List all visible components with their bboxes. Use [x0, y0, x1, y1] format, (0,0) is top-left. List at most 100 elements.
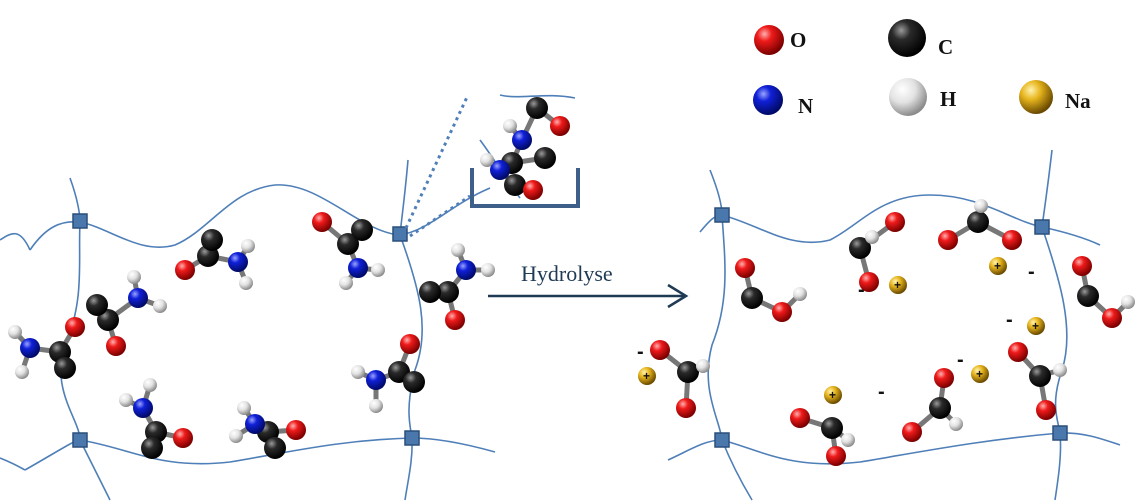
crosslink-node [714, 207, 730, 223]
sodium-ions: ++++++------ [637, 257, 1045, 404]
atom-o [173, 428, 193, 448]
amide-group [86, 270, 167, 356]
atom-n [456, 260, 476, 280]
atom-o [1072, 256, 1092, 276]
atom-n [490, 160, 510, 180]
amide-group [351, 334, 425, 413]
atom-o [523, 180, 543, 200]
atom-h [793, 287, 807, 301]
sodium-ion: + [824, 386, 842, 404]
negative-charge: - [858, 279, 865, 301]
atom-h [481, 263, 495, 277]
hydrolysis-label: Hydrolyse [521, 261, 613, 286]
atom-h [1121, 295, 1135, 309]
legend-label-sodium: Na [1065, 89, 1091, 113]
legend-label-nitrogen: N [798, 94, 813, 118]
atom-c [1029, 365, 1051, 387]
positive-charge: + [829, 388, 836, 402]
atom-o [286, 420, 306, 440]
atom-o [1036, 400, 1056, 420]
atom-n [20, 338, 40, 358]
atom-h [351, 365, 365, 379]
atom-n [128, 288, 148, 308]
atom-o [735, 258, 755, 278]
atom-c [821, 417, 843, 439]
atom-c [929, 397, 951, 419]
carboxylate-group [902, 368, 963, 442]
sodium-ion: + [889, 276, 907, 294]
crosslink-node [72, 213, 88, 229]
atom-o [885, 212, 905, 232]
legend-item-nitrogen: N [753, 85, 813, 118]
atom-o [790, 408, 810, 428]
positive-charge: + [994, 259, 1001, 273]
atom-c [437, 281, 459, 303]
carbon-atom-icon [888, 19, 926, 57]
crosslink-node [404, 430, 420, 446]
legend-item-hydrogen: H [889, 78, 956, 116]
atom-c [504, 174, 526, 196]
atom-h [339, 276, 353, 290]
sodium-ion: + [638, 367, 656, 385]
nitrogen-atom-icon [753, 85, 783, 115]
amide-group [312, 212, 385, 290]
hydrogen-atom-icon [889, 78, 927, 116]
carboxylate-groups [650, 199, 1135, 466]
amide-group [419, 243, 495, 330]
positive-charge: + [643, 369, 650, 383]
carboxylate-group [790, 408, 855, 466]
atom-h [15, 365, 29, 379]
atom-h [1053, 363, 1067, 377]
positive-charge: + [976, 367, 983, 381]
sodium-atom-icon [1019, 80, 1053, 114]
positive-charge: + [894, 278, 901, 292]
legend-label-hydrogen: H [940, 87, 956, 111]
carboxylate-group [1072, 256, 1135, 328]
atom-o [902, 422, 922, 442]
atom-c [264, 437, 286, 459]
atom-c [337, 233, 359, 255]
legend-item-oxygen: O [754, 25, 806, 55]
oxygen-atom-icon [754, 25, 784, 55]
atom-n [348, 258, 368, 278]
atom-o [938, 230, 958, 250]
atom-c [403, 371, 425, 393]
atom-c [54, 357, 76, 379]
negative-charge: - [957, 349, 964, 371]
atom-n [133, 398, 153, 418]
atom-o [859, 272, 879, 292]
atom-h [237, 401, 251, 415]
atom-c [86, 294, 108, 316]
atom-h [865, 230, 879, 244]
atom-h [696, 359, 710, 373]
atom-o [1002, 230, 1022, 250]
atom-o [550, 116, 570, 136]
crosslink-node [714, 432, 730, 448]
atom-o [312, 212, 332, 232]
atom-o [445, 310, 465, 330]
amide-group [119, 378, 193, 459]
sodium-ion: + [1027, 317, 1045, 335]
atom-o [400, 334, 420, 354]
crosslink-node [1052, 425, 1068, 441]
legend-item-sodium: Na [1019, 80, 1091, 114]
amide-group [8, 317, 85, 379]
atom-h [451, 243, 465, 257]
atom-h [153, 299, 167, 313]
crosslink-node [72, 432, 88, 448]
atom-o [650, 340, 670, 360]
atom-c [419, 281, 441, 303]
atom-n [245, 414, 265, 434]
atom-o [934, 368, 954, 388]
atom-c [351, 219, 373, 241]
inset-amide-chain [480, 97, 570, 200]
atom-c [1077, 285, 1099, 307]
sodium-ion: + [971, 365, 989, 383]
atom-h [369, 399, 383, 413]
atom-o [772, 302, 792, 322]
atom-h [371, 263, 385, 277]
atom-h [143, 378, 157, 392]
legend-item-carbon: C [888, 19, 953, 59]
carboxylate-group [650, 340, 710, 418]
atom-h [119, 393, 133, 407]
